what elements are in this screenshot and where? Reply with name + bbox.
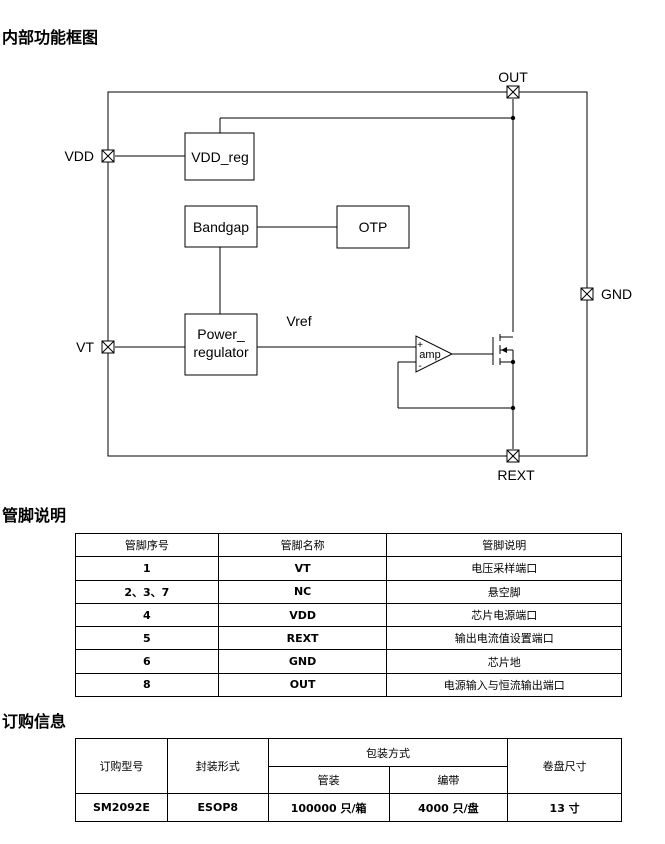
pin-name-cell: REXT <box>217 626 388 651</box>
block-diagram: OUT VDD VT GND REXT VDD_reg Bandgap OTP … <box>64 69 632 483</box>
pin-name-cell: VT <box>217 556 388 581</box>
header-tape: 编带 <box>388 766 509 794</box>
amp-minus-label: - <box>418 361 421 372</box>
pin-desc-cell: 悬空脚 <box>386 579 622 604</box>
header-tube: 管装 <box>267 766 390 794</box>
pin-out-label: OUT <box>498 69 528 85</box>
power-regulator-block <box>184 313 258 376</box>
header-packing: 包装方式 <box>267 738 509 767</box>
table-row: SM2092E ESOP8 100000 只/箱 4000 只/盘 13 寸 <box>75 793 622 822</box>
pin-desc-cell: 电源输入与恒流输出端口 <box>386 672 622 698</box>
vref-label: Vref <box>286 313 311 329</box>
table-row: 1 VT 电压采样端口 <box>75 556 622 581</box>
pin-desc-cell: 电压采样端口 <box>386 556 622 581</box>
pin-vt-label: VT <box>76 339 94 355</box>
pin-vt-icon <box>101 340 115 354</box>
table-row: 6 GND 芯片地 <box>75 649 622 674</box>
bandgap-label: Bandgap <box>193 219 249 235</box>
table-row: 8 OUT 电源输入与恒流输出端口 <box>75 672 622 698</box>
package-cell: ESOP8 <box>166 793 269 822</box>
amp-plus-label: + <box>417 340 423 351</box>
pin-description-title: 管脚说明 <box>2 506 67 525</box>
power-regulator-label-line1: Power_ <box>197 326 245 342</box>
pin-number-cell: 6 <box>75 649 219 674</box>
pin-vdd-label: VDD <box>64 148 94 164</box>
header-model: 订购型号 <box>75 738 168 794</box>
tube-cell: 100000 只/箱 <box>267 793 390 822</box>
reel-size-cell: 13 寸 <box>507 793 622 822</box>
pin-desc-cell: 芯片地 <box>386 649 622 674</box>
pin-rext-label: REXT <box>497 467 535 483</box>
amp-symbol <box>415 335 454 373</box>
header-package: 封装形式 <box>166 738 269 794</box>
junction-dot <box>510 359 516 365</box>
pin-gnd-label: GND <box>601 286 632 302</box>
pin-name-cell: OUT <box>217 672 388 698</box>
pin-name-cell: GND <box>217 649 388 674</box>
block-diagram-title: 内部功能框图 <box>2 28 99 47</box>
header-pin-number: 管脚序号 <box>75 532 219 558</box>
table-header-row: 订购型号 封装形式 包装方式 卷盘尺寸 <box>75 738 622 794</box>
junction-dot <box>510 405 516 411</box>
pin-name-cell: VDD <box>217 602 388 628</box>
pin-name-cell: NC <box>217 579 388 604</box>
pin-number-cell: 1 <box>75 556 219 581</box>
ordering-info-title: 订购信息 <box>2 712 67 731</box>
pin-number-cell: 8 <box>75 672 219 698</box>
table-row: 2、3、7 NC 悬空脚 <box>75 579 622 604</box>
power-regulator-label-line2: regulator <box>193 344 249 360</box>
ordering-info-table: 订购型号 封装形式 包装方式 卷盘尺寸 管装 编带 SM2092E ESOP8 … <box>75 738 622 822</box>
vdd-reg-label: VDD_reg <box>191 149 249 165</box>
header-pin-description: 管脚说明 <box>386 532 622 558</box>
amp-label: amp <box>419 349 440 361</box>
tape-cell: 4000 只/盘 <box>388 793 509 822</box>
pin-number-cell: 5 <box>75 626 219 651</box>
table-header-row: 管脚序号 管脚名称 管脚说明 <box>75 532 622 558</box>
junction-dot <box>510 115 516 121</box>
table-row: 4 VDD 芯片电源端口 <box>75 602 622 628</box>
chip-outline <box>107 91 588 457</box>
pin-gnd-icon <box>580 287 594 301</box>
pin-number-cell: 2、3、7 <box>75 579 219 604</box>
otp-label: OTP <box>359 219 388 235</box>
pin-vdd-icon <box>101 149 115 163</box>
pin-out-icon <box>506 85 520 99</box>
pin-desc-cell: 输出电流值设置端口 <box>386 626 622 651</box>
pin-number-cell: 4 <box>75 602 219 628</box>
pin-rext-icon <box>506 449 520 463</box>
model-cell: SM2092E <box>75 793 168 822</box>
pin-description-table: 管脚序号 管脚名称 管脚说明 1 VT 电压采样端口 2、3、7 NC 悬空脚 … <box>75 532 622 698</box>
table-row: 5 REXT 输出电流值设置端口 <box>75 626 622 651</box>
table-subheader-row: 管装 编带 <box>76 766 622 794</box>
mosfet-arrow-icon <box>501 347 507 353</box>
pin-desc-cell: 芯片电源端口 <box>386 602 622 628</box>
header-pin-name: 管脚名称 <box>217 532 388 558</box>
header-reel-size: 卷盘尺寸 <box>507 738 622 794</box>
